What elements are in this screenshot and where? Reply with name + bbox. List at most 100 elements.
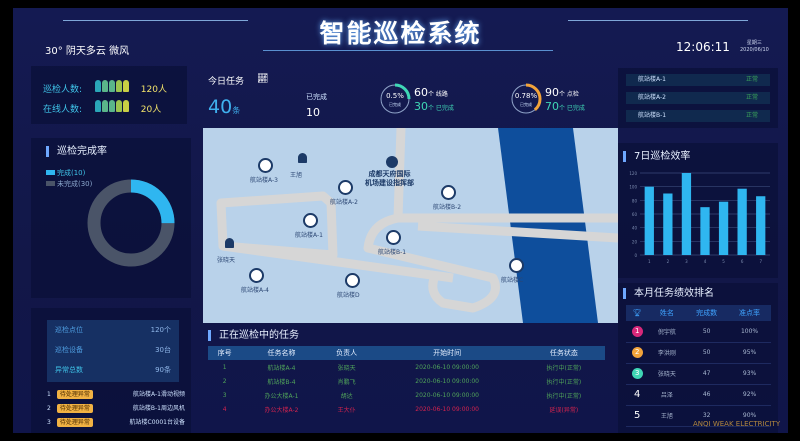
bar[interactable] [737,188,747,255]
bar[interactable] [718,201,729,255]
bar[interactable] [756,196,766,255]
pending-text: 航站楼B-1周边风机 [132,405,185,412]
point-count: 90个 点检 [545,86,579,99]
stat-value: 120个 [150,326,171,334]
person-marker-icon[interactable] [225,238,234,248]
bar[interactable] [700,207,710,255]
route-pct: 0.5% [386,92,404,100]
hq-pin-icon[interactable] [386,156,398,168]
y-tick-label: 20 [632,239,638,244]
bar[interactable] [644,186,654,255]
table-cell: 50 [685,342,729,364]
online-value: 20人 [140,105,162,115]
table-cell: 王大仆 [337,406,356,414]
building-marker-icon[interactable] [338,180,353,195]
x-tick-label: 3 [685,259,688,264]
bar[interactable] [681,173,692,255]
weather: 30° 阴天多云 微风 [45,46,130,57]
table-cell: 张晓天 [337,364,356,372]
building-marker-icon[interactable] [249,268,264,283]
header-line [63,20,248,21]
today-total: 40条 [208,96,240,118]
point-count-value: 90 [545,86,559,99]
bar[interactable] [663,193,673,256]
rank-cell: 3 [626,363,649,385]
map-marker-label: 航站楼D [337,292,360,299]
column-header[interactable]: 完成数 [685,305,729,321]
pending-text: 航站楼A-1滑动视频 [133,391,185,398]
route-pct-label: 已完成 [389,102,401,107]
table-cell: 47 [685,363,729,385]
map-roads [216,128,618,323]
building-marker-icon[interactable] [303,213,318,228]
today-title: 今日任务 [208,77,245,87]
done-label: 已完成 [306,93,327,101]
pending-no: 3 [47,419,51,426]
table-cell: 3 [222,391,227,399]
efficiency-title: 7日巡检效率 [623,151,690,162]
table-cell: 王旭 [648,405,686,427]
table-cell: 吕泽 [648,384,686,406]
column-header[interactable]: 序号 [208,346,242,360]
date: 2020/06/10 [740,47,769,53]
column-header[interactable]: 准点率 [728,305,771,321]
building-name: 航站楼B-1 [638,112,667,119]
x-tick-label: 7 [759,259,762,264]
stat-label: 巡检设备 [55,346,83,354]
online-label: 在线人数: [43,105,83,115]
building-marker-icon[interactable] [386,230,401,245]
column-header[interactable]: 负责人 [321,346,372,360]
patrol-row: 巡检人数: 120人 [43,80,167,95]
person-marker-icon[interactable] [298,153,307,163]
map-marker-label: 航站楼B-1 [378,249,407,256]
table-cell: 肖鹏飞 [337,378,356,386]
stat-label: 异常总数 [55,366,83,374]
stat-label: 巡检点位 [55,326,83,334]
y-tick-label: 40 [632,226,638,231]
table-cell: 办公大楼A-2 [264,406,299,414]
legend-done: 完成(10) [46,168,92,179]
building-marker-icon[interactable] [509,258,524,273]
building-marker-icon[interactable] [441,185,456,200]
table-cell: 倪宇航 [648,321,686,343]
column-header[interactable]: 开始时间 [371,346,523,360]
building-marker-icon[interactable] [345,273,360,288]
route-done: 30个 已完成 [414,100,454,113]
building-marker-icon[interactable] [258,158,273,173]
point-count-unit: 个 点检 [559,91,579,98]
map-marker-label: 航站楼C [501,277,524,284]
column-header[interactable]: 任务状态 [522,346,605,360]
watermark: ANQI WEAK ELECTRICITY [693,420,781,428]
point-done-value: 70 [545,100,559,113]
rank-cell: 5 [626,405,649,427]
medal-icon: 2 [631,347,643,358]
table-cell: 2020-06-10 09:00:00 [415,391,479,399]
page-title: 智能巡检系统 [319,19,482,48]
column-header[interactable]: 姓名 [648,305,686,321]
building-status: 正常 [745,76,758,83]
y-tick-label: 80 [632,198,638,203]
completion-panel: 巡检完成率 完成(10) 未完成(30) [31,138,191,298]
column-header[interactable]: 任务名称 [241,346,322,360]
